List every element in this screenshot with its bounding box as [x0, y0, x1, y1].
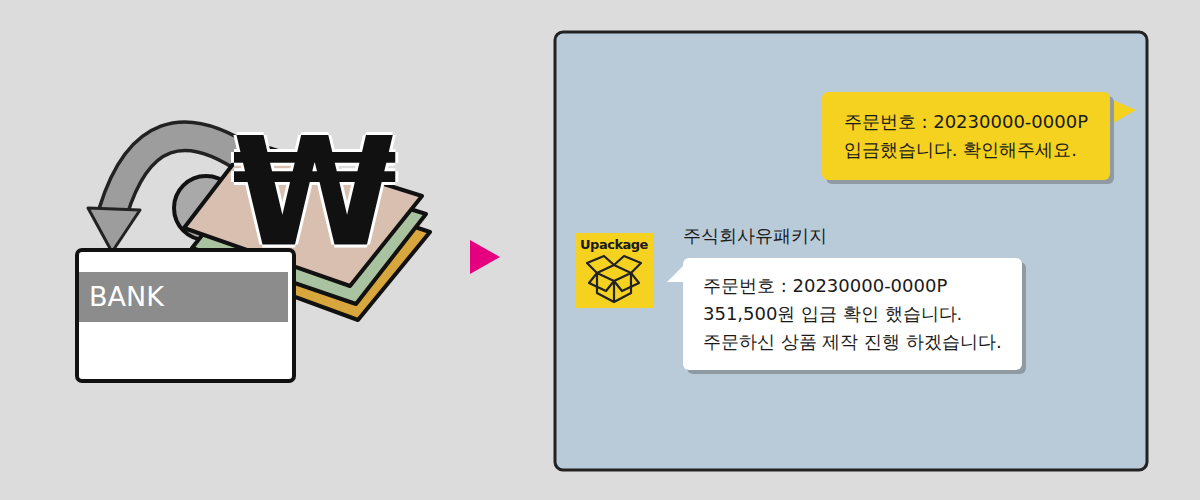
box-icon-stroke: [589, 273, 614, 291]
bubble-tail: [1108, 98, 1136, 126]
chat-bubble-customer: 주문번호 : 20230000-0000P 입금했습니다. 확인해주세요.: [822, 92, 1110, 180]
chat-panel: [555, 32, 1147, 470]
box-icon-stroke: [614, 256, 641, 273]
flow-arrow: [470, 240, 500, 274]
box-icon-stroke: [614, 273, 639, 291]
currency-symbol: ₩: [232, 118, 397, 268]
bank-label: BANK: [79, 272, 288, 322]
text-line: 주문번호 : 20230000-0000P: [703, 272, 1002, 300]
text-line: 입금했습니다. 확인해주세요.: [844, 136, 1088, 164]
box-icon-stroke: [587, 256, 614, 273]
bank-card: BANK: [75, 248, 296, 383]
sender-name: 주식회사유패키지: [683, 224, 1022, 248]
box-icon-stroke: [613, 281, 615, 302]
box-icon-stroke: [597, 265, 631, 281]
text-line: 351,500원 입금 확인 했습니다.: [703, 300, 1002, 328]
logo-text: Upackage: [575, 233, 653, 253]
message-text: 주문번호 : 20230000-0000P 351,500원 입금 확인 했습니…: [683, 258, 1022, 370]
return-arrow-head: [88, 208, 140, 252]
message-text: 주문번호 : 20230000-0000P 입금했습니다. 확인해주세요.: [844, 108, 1088, 164]
company-logo: Upackage: [575, 233, 653, 308]
text-line: 주문하신 상품 제작 진행 하겠습니다.: [703, 328, 1002, 356]
chat-bubble-company: 주식회사유패키지주문번호 : 20230000-0000P 351,500원 입…: [683, 224, 1022, 370]
text-line: 주문번호 : 20230000-0000P: [844, 108, 1088, 136]
box-icon-stroke: [597, 273, 631, 302]
